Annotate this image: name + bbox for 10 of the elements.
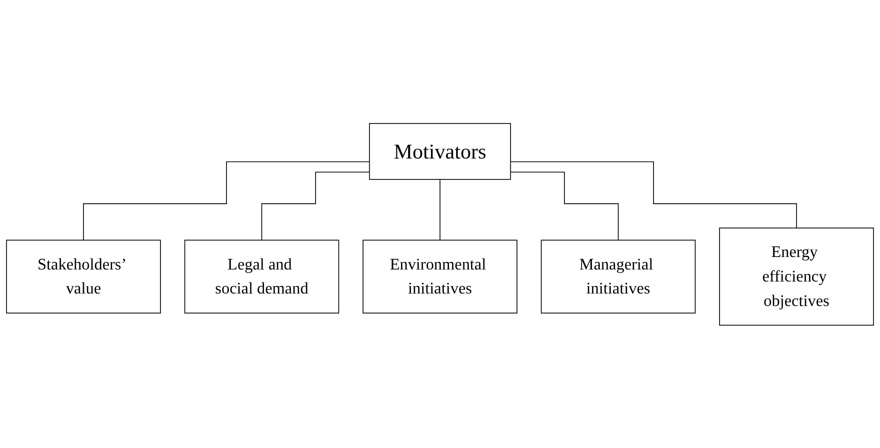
node-box: Energy efficiency objectives: [719, 227, 874, 326]
node-box: Legal and social demand: [184, 239, 340, 314]
connector: [261, 171, 370, 240]
node-box: Motivators: [369, 122, 511, 180]
connector: [83, 161, 370, 240]
connector: [510, 161, 797, 228]
node-box: Stakeholders’ value: [6, 239, 161, 314]
connector: [510, 171, 619, 240]
node-box: Managerial initiatives: [540, 239, 696, 314]
node-box: Environmental initiatives: [362, 239, 518, 314]
